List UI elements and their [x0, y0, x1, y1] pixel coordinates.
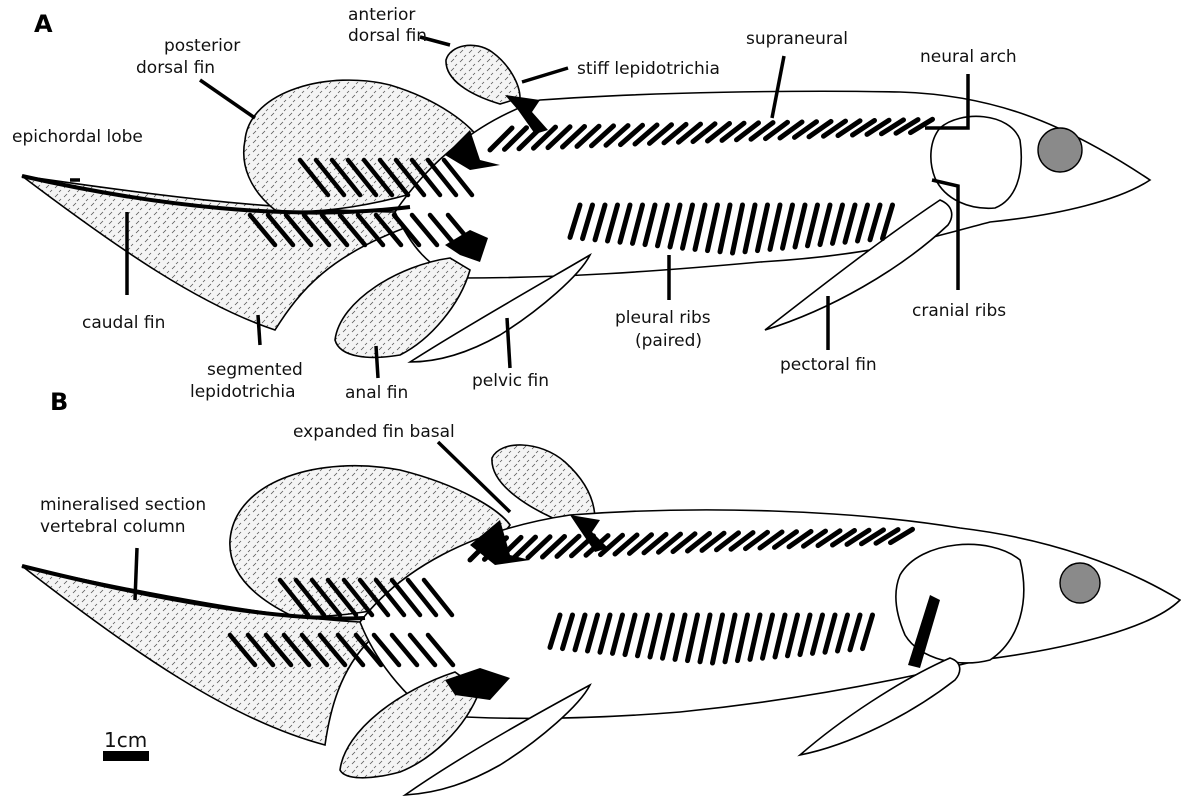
label-posterior-dorsal-fin: posterior dorsal fin [136, 36, 246, 78]
panel-b: B expanded fin basal mineralised section… [22, 388, 1180, 795]
panel-b-letter: B [50, 388, 68, 416]
scale-bar-label: 1cm [104, 728, 147, 752]
label-anterior-dorsal-fin: anterior dorsal fin [348, 5, 427, 46]
panel-a: A [12, 5, 1150, 403]
label-mineralised-section: mineralised section vertebral column [40, 495, 212, 537]
eye-b [1060, 563, 1100, 603]
label-neural-arch: neural arch [920, 47, 1017, 67]
body-outline-a [395, 91, 1150, 278]
scale-bar: 1cm [103, 728, 149, 761]
panel-a-letter: A [34, 10, 53, 38]
label-pelvic-fin: pelvic fin [472, 371, 549, 391]
label-pleural-ribs: pleural ribs (paired) [615, 308, 716, 351]
label-caudal-fin: caudal fin [82, 313, 165, 333]
label-cranial-ribs: cranial ribs [912, 301, 1006, 321]
anterior-dorsal-fin-shape [446, 45, 520, 104]
scale-bar-line [103, 751, 149, 761]
label-epichordal-lobe: epichordal lobe [12, 127, 143, 147]
eye-a [1038, 128, 1082, 172]
label-segmented-lepidotrichia: segmented lepidotrichia [190, 360, 308, 402]
label-expanded-fin-basal: expanded fin basal [293, 422, 455, 442]
label-anal-fin: anal fin [345, 383, 408, 403]
label-pectoral-fin: pectoral fin [780, 355, 877, 375]
label-stiff-lepidotrichia: stiff lepidotrichia [577, 59, 720, 79]
label-supraneural: supraneural [746, 29, 848, 49]
